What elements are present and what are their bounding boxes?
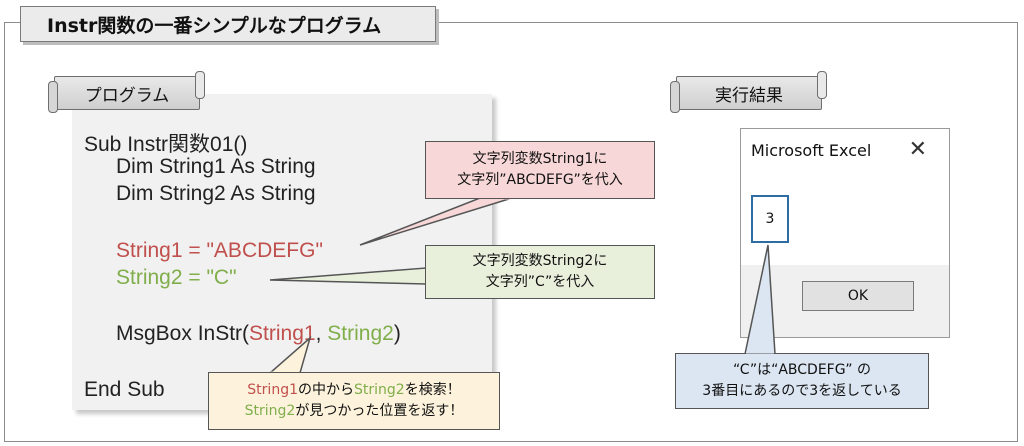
msgbox-dialog: Microsoft Excel ✕ 3 OK	[740, 128, 950, 338]
search-callout-string1: String1	[247, 382, 298, 398]
code-dim-string2: Dim String2 As String	[116, 182, 316, 205]
ok-button[interactable]: OK	[802, 281, 914, 311]
result-callout: “C”は“ABCDEFG” の 3番目にあるので3を返している	[675, 353, 929, 409]
page-title: Instr関数の一番シンプルなプログラム	[20, 6, 436, 42]
search-callout: String1の中からString2を検索！ String2が見つかった位置を返…	[208, 372, 500, 430]
code-assign-string2: String2 = "C"	[116, 266, 237, 289]
dialog-result-value: 3	[751, 195, 789, 243]
string1-callout-line2: 文字列”ABCDEFG”を代入	[457, 172, 623, 188]
search-callout-string2: String2	[354, 382, 405, 398]
code-msgbox-line: MsgBox InStr(String1, String2)	[116, 322, 401, 346]
code-msgbox-suffix: )	[393, 322, 401, 345]
result-callout-line1: “C”は“ABCDEFG” の	[733, 362, 871, 378]
string2-callout: 文字列変数String2に 文字列”C”を代入	[425, 245, 655, 299]
search-callout-text-c: が見つかった位置を返す！	[295, 403, 464, 419]
string1-callout: 文字列変数String1に 文字列”ABCDEFG”を代入	[425, 141, 655, 199]
code-dim-string1: Dim String1 As String	[116, 155, 316, 178]
string2-callout-line2: 文字列”C”を代入	[485, 274, 595, 290]
code-end-sub: End Sub	[84, 378, 165, 401]
close-icon[interactable]: ✕	[908, 137, 927, 162]
search-callout-line1: String1の中からString2を検索！	[209, 380, 499, 401]
code-msgbox-arg2: String2	[327, 322, 394, 345]
code-msgbox-arg1: String1	[249, 322, 316, 345]
code-assign-string1: String1 = "ABCDEFG"	[116, 239, 323, 262]
code-msgbox-sep: ,	[315, 322, 328, 345]
search-callout-text-a: の中から	[298, 382, 354, 398]
search-callout-text-b: を検索！	[404, 382, 461, 398]
string2-callout-line1: 文字列変数String2に	[472, 253, 608, 269]
code-msgbox-prefix: MsgBox InStr(	[116, 322, 250, 345]
search-callout-string2-b: String2	[244, 403, 296, 419]
program-label: プログラム	[48, 71, 205, 113]
result-callout-line2: 3番目にあるので3を返している	[702, 383, 902, 399]
search-callout-line2: String2が見つかった位置を返す！	[209, 401, 499, 422]
dialog-title: Microsoft Excel	[751, 141, 872, 160]
code-sub-line: Sub Instr関数01()	[84, 133, 248, 156]
string1-callout-line1: 文字列変数String1に	[472, 151, 608, 167]
result-label: 実行結果	[670, 71, 827, 113]
